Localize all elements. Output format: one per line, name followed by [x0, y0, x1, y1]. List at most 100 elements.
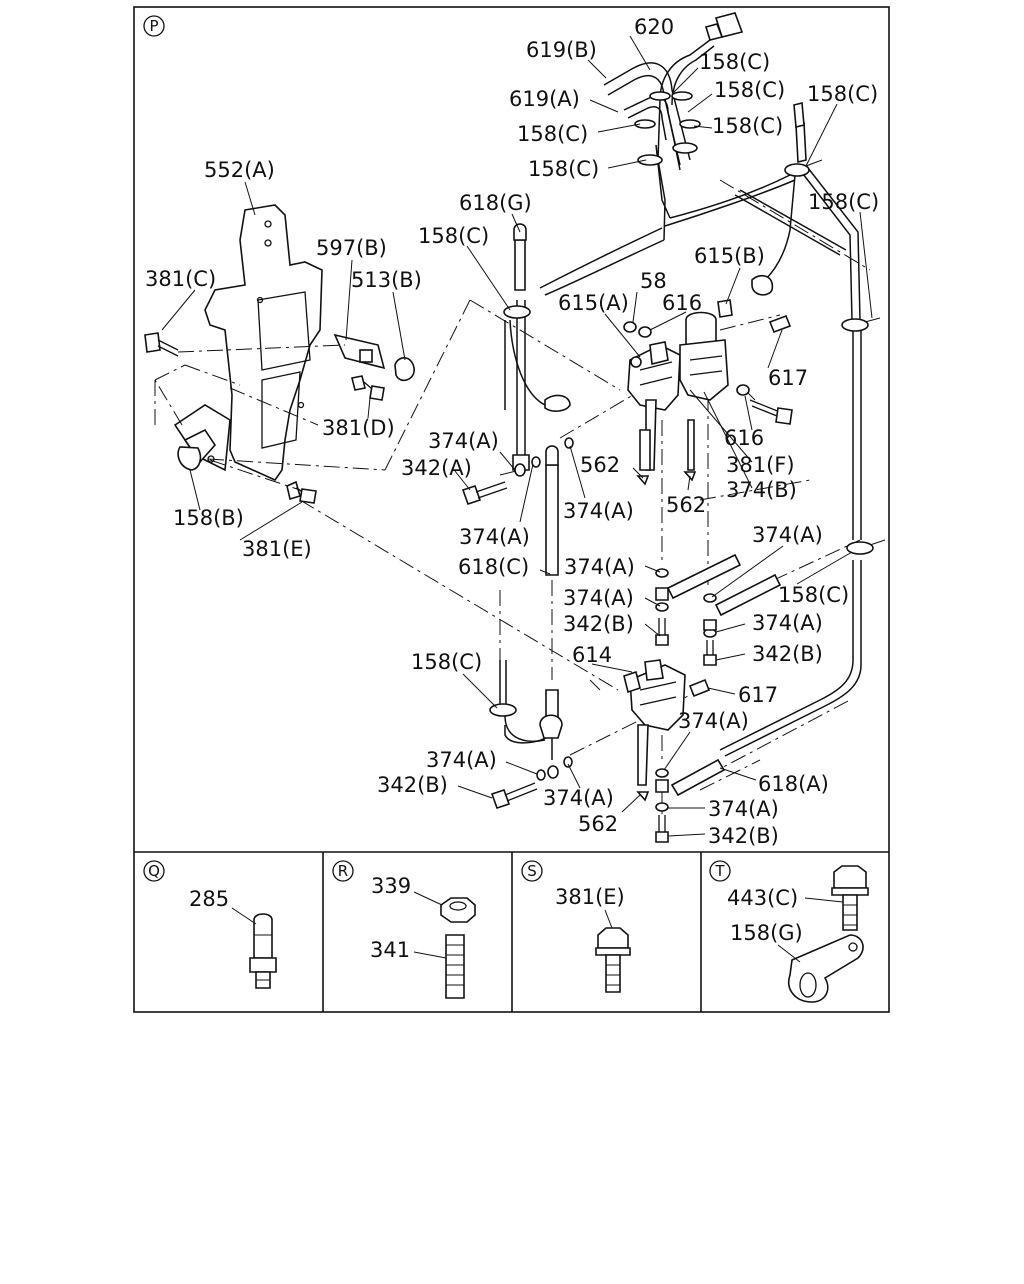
pins-drawing — [636, 419, 697, 486]
part-158g-drawing — [777, 934, 864, 1003]
callout-158c: 158(C) — [712, 114, 783, 138]
bolt-342b-upper-drawing — [655, 618, 717, 666]
callout-374a: 374(A) — [564, 555, 635, 579]
svg-text:P: P — [149, 17, 158, 35]
clamp-drawing — [333, 333, 415, 382]
callout-374a: 374(A) — [426, 748, 497, 772]
callout-342b: 342(B) — [708, 824, 779, 848]
callout-labels: 620 619(B) 619(A) 158(C) 158(C) 158(C) 1… — [145, 15, 879, 962]
callout-618c: 618(C) — [458, 555, 529, 579]
panel-tag-r: R — [332, 860, 354, 882]
callout-562: 562 — [578, 812, 618, 836]
part-285-drawing — [231, 907, 277, 989]
callout-339: 339 — [371, 874, 411, 898]
callout-158c: 158(C) — [714, 78, 785, 102]
callout-158c: 158(C) — [699, 50, 770, 74]
bolt-381c-drawing — [144, 332, 179, 357]
callout-158c: 158(C) — [411, 650, 482, 674]
panel-tag-q: Q — [143, 860, 165, 882]
callout-374a: 374(A) — [428, 429, 499, 453]
callout-617: 617 — [768, 366, 808, 390]
callout-615a: 615(A) — [558, 291, 629, 315]
callout-381d: 381(D) — [322, 416, 395, 440]
bolt-342a-drawing — [461, 481, 508, 506]
callout-614: 614 — [572, 643, 612, 667]
callout-285: 285 — [189, 887, 229, 911]
panel-tag-t: T — [709, 860, 731, 882]
callout-381f: 381(F) — [726, 453, 795, 477]
panel-tag-s: S — [521, 860, 543, 882]
callout-374b: 374(B) — [726, 478, 797, 502]
rod-618c-drawing — [545, 445, 559, 576]
callout-374a: 374(A) — [563, 586, 634, 610]
callout-597b: 597(B) — [316, 236, 387, 260]
bolt-381e-drawing — [286, 480, 317, 504]
part-381e-drawing — [595, 909, 631, 993]
callout-341: 341 — [370, 938, 410, 962]
callout-58: 58 — [640, 269, 667, 293]
callout-158c: 158(C) — [418, 224, 489, 248]
callout-158c: 158(C) — [517, 122, 588, 146]
callout-158g: 158(G) — [730, 921, 803, 945]
callout-443c: 443(C) — [727, 886, 798, 910]
panel-tag-main: P — [143, 15, 165, 37]
bundle-clamps-drawing — [634, 91, 701, 166]
svg-text:S: S — [527, 862, 537, 880]
callout-562: 562 — [666, 493, 706, 517]
callout-158c: 158(C) — [528, 157, 599, 181]
leader-lines — [161, 35, 873, 837]
callout-618g: 618(G) — [459, 191, 532, 215]
callout-374a: 374(A) — [563, 499, 634, 523]
callout-374a: 374(A) — [459, 525, 530, 549]
part-339-drawing — [413, 891, 476, 923]
svg-text:Q: Q — [148, 862, 160, 880]
callout-617: 617 — [738, 683, 778, 707]
valve-614-drawing — [623, 659, 711, 786]
diagram-frame — [133, 6, 890, 1013]
bolt-381d-drawing — [351, 375, 385, 401]
svg-text:T: T — [714, 862, 725, 880]
callout-552a: 552(A) — [204, 158, 275, 182]
callout-374a: 374(A) — [752, 611, 823, 635]
callout-158c: 158(C) — [807, 82, 878, 106]
callout-513b: 513(B) — [351, 268, 422, 292]
washers-upper-drawing — [514, 321, 750, 638]
callout-374a: 374(A) — [678, 709, 749, 733]
callout-619b: 619(B) — [526, 38, 597, 62]
callout-342b: 342(B) — [563, 612, 634, 636]
lower-rod-drawing — [489, 660, 563, 760]
diagonal-rods-upper-drawing — [666, 553, 782, 617]
bracket-plate-drawing — [173, 204, 323, 482]
callout-342a: 342(A) — [401, 456, 472, 480]
callout-342b: 342(B) — [377, 773, 448, 797]
part-341-drawing — [413, 934, 465, 999]
rod-618g-drawing — [503, 223, 571, 471]
callout-618a: 618(A) — [758, 772, 829, 796]
callout-619a: 619(A) — [509, 87, 580, 111]
right-pipe-drawing — [719, 159, 886, 757]
callout-616: 616 — [724, 426, 764, 450]
callout-158c: 158(C) — [808, 190, 879, 214]
part-443c-drawing — [804, 865, 869, 931]
callout-562: 562 — [580, 453, 620, 477]
callout-158b: 158(B) — [173, 506, 244, 530]
callout-615b: 615(B) — [694, 244, 765, 268]
assembly-lines — [154, 179, 871, 815]
callout-374a: 374(A) — [752, 523, 823, 547]
callout-342b: 342(B) — [752, 642, 823, 666]
bolt-617-upper-drawing — [768, 314, 792, 334]
callout-616: 616 — [662, 291, 702, 315]
callout-374a: 374(A) — [708, 797, 779, 821]
callout-620: 620 — [634, 15, 674, 39]
valve-615b-drawing — [679, 299, 733, 401]
valve-615a-drawing — [627, 341, 681, 471]
svg-text:R: R — [338, 862, 348, 880]
callout-374a: 374(A) — [543, 786, 614, 810]
callout-158c: 158(C) — [778, 583, 849, 607]
lower-fasteners-drawing — [490, 756, 726, 843]
callout-381c: 381(C) — [145, 267, 216, 291]
callout-381e: 381(E) — [242, 537, 312, 561]
callout-381e: 381(E) — [555, 885, 625, 909]
